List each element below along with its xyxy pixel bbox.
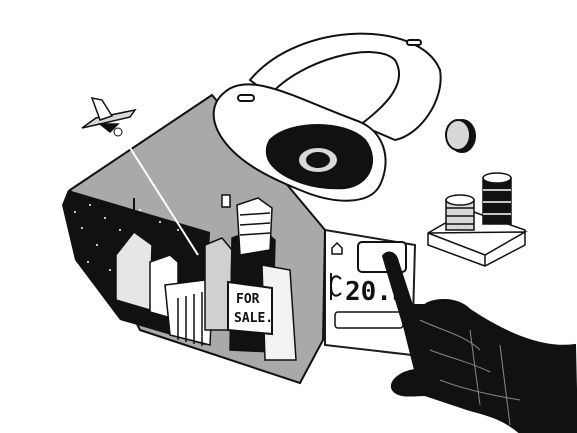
for-sale-sign: FOR SALE. <box>228 282 273 334</box>
status-bar <box>335 312 403 328</box>
coin-icon <box>446 120 475 152</box>
flight-origin-dot <box>114 128 122 136</box>
coin-stack-icon <box>428 173 525 266</box>
airplane-icon <box>82 98 135 132</box>
sign-line2: SALE. <box>234 311 273 326</box>
skyscraper <box>237 198 272 255</box>
sign-line1: FOR <box>236 292 260 307</box>
